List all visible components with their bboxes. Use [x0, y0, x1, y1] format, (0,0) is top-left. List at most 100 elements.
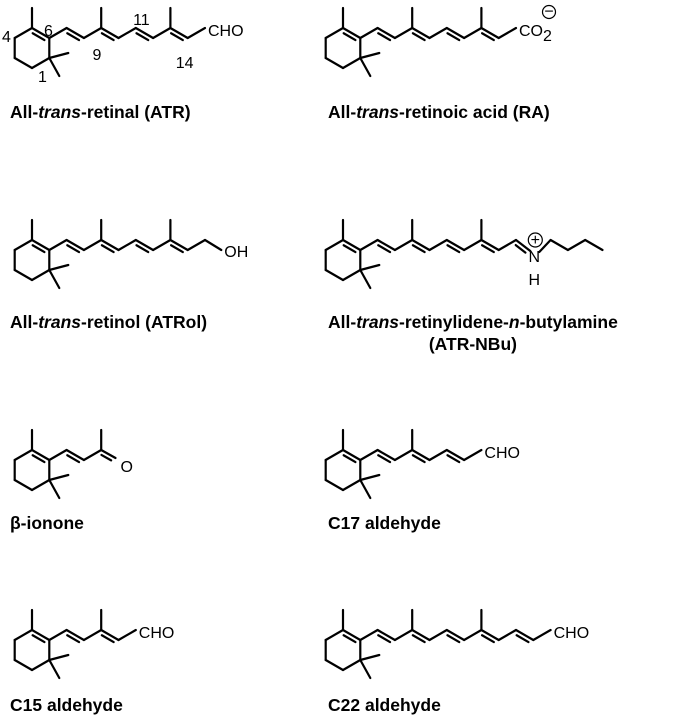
- double-bond-line: [135, 32, 150, 42]
- chain-bond: [169, 26, 189, 40]
- compound-name-atrol: All-trans-retinol (ATRol): [10, 311, 207, 333]
- double-bond-line: [411, 32, 426, 42]
- chain-bond: [411, 628, 431, 642]
- double-bond-line: [31, 634, 46, 644]
- ring-bond: [30, 238, 51, 252]
- double-bond-line: [377, 244, 392, 254]
- carbon-number-14: 14: [176, 55, 194, 72]
- name-text: C22 aldehyde: [328, 695, 441, 715]
- gem-methyl-bond: [359, 51, 381, 60]
- compound-name-line: C15 aldehyde: [10, 694, 123, 716]
- ring-bond: [341, 628, 362, 642]
- chain-bond: [584, 238, 604, 252]
- subscript-2: 2: [543, 28, 552, 45]
- double-bond-line: [514, 243, 527, 254]
- ring-bond: [341, 238, 362, 252]
- double-bond-line: [377, 454, 392, 464]
- compound-name-b-ionone: β-ionone: [10, 512, 84, 534]
- chain-bond: [48, 628, 68, 642]
- chain-bond: [393, 448, 414, 462]
- double-bond-line: [342, 454, 357, 464]
- name-text: -retinol (ATRol): [81, 312, 208, 332]
- ring-bond: [13, 658, 34, 672]
- chain-bond: [152, 26, 172, 40]
- ring-bond: [30, 56, 51, 70]
- double-bond-line: [446, 244, 461, 254]
- aldehyde-label: CHO: [208, 23, 244, 40]
- chain-bond: [538, 238, 552, 254]
- compound-name-atr-nbu: All-trans-retinylidene-n-butylamine(ATR-…: [328, 311, 618, 355]
- name-text: -retinal (ATR): [81, 102, 191, 122]
- chain-bond: [100, 628, 120, 642]
- gem-methyl-bond: [48, 473, 70, 482]
- aldehyde-label: CHO: [484, 445, 520, 462]
- chain-bond: [376, 26, 396, 40]
- ring-bond: [30, 268, 51, 282]
- ring-bond: [30, 26, 51, 40]
- carbon-number-6: 6: [44, 23, 53, 40]
- nitrogen-label: N: [529, 249, 541, 266]
- gem-methyl-bond: [359, 263, 381, 272]
- double-bond-line: [446, 634, 461, 644]
- compound-name-c15: C15 aldehyde: [10, 694, 123, 716]
- double-bond-line: [66, 32, 81, 42]
- chain-bond: [100, 26, 120, 40]
- chain-bond: [463, 448, 483, 462]
- ring-bond: [324, 238, 345, 252]
- chain-bond: [82, 628, 103, 642]
- chain-bond: [393, 26, 414, 40]
- compound-name-ra: All-trans-retinoic acid (RA): [328, 101, 550, 123]
- double-bond-line: [66, 634, 81, 644]
- chain-bond: [566, 238, 587, 252]
- name-text: C17 aldehyde: [328, 513, 441, 533]
- chain-bond: [48, 448, 68, 462]
- chain-bond: [411, 448, 431, 462]
- chain-bond: [428, 26, 448, 40]
- chain-bond: [428, 238, 448, 252]
- compound-name-atr: All-trans-retinal (ATR): [10, 101, 191, 123]
- chain-bond: [411, 26, 431, 40]
- name-text: All-: [328, 312, 357, 332]
- chain-bond: [428, 628, 448, 642]
- name-text: C15 aldehyde: [10, 695, 123, 715]
- chain-bond: [514, 628, 535, 642]
- chain-bond: [65, 448, 86, 462]
- carbon-number-9: 9: [93, 47, 102, 64]
- positive-charge-icon: [527, 232, 543, 248]
- ring-bond: [341, 56, 362, 70]
- chain-bond: [480, 26, 500, 40]
- double-bond-line: [446, 32, 461, 42]
- name-text: All-: [328, 102, 357, 122]
- negative-charge-icon: [541, 4, 557, 20]
- ring-bond: [13, 26, 34, 40]
- carbon-number-1: 1: [38, 69, 47, 86]
- chain-bond: [117, 628, 137, 642]
- double-bond-line: [480, 634, 495, 644]
- ring-bond: [341, 26, 362, 40]
- compound-name-c17: C17 aldehyde: [328, 512, 441, 534]
- chain-bond: [134, 26, 155, 40]
- chain-bond: [376, 628, 396, 642]
- double-bond-line: [480, 244, 495, 254]
- carbon-number-4: 4: [2, 29, 11, 46]
- chain-bond: [359, 448, 379, 462]
- molecule-c17: CHO: [324, 428, 520, 500]
- chain-bond: [117, 238, 137, 252]
- chain-bond: [514, 238, 532, 253]
- double-bond-line: [100, 32, 115, 42]
- ring-bond: [13, 628, 34, 642]
- name-text: -retinylidene-: [399, 312, 509, 332]
- chain-bond: [359, 26, 379, 40]
- name-text: All-: [10, 102, 39, 122]
- hydrogen-label: H: [529, 272, 541, 289]
- chain-bond: [497, 26, 518, 40]
- chain-bond: [463, 628, 483, 642]
- chain-bond: [463, 238, 483, 252]
- double-bond-line: [377, 32, 392, 42]
- ring-bond: [324, 628, 345, 642]
- double-bond-line: [100, 453, 113, 462]
- compound-name-line: C22 aldehyde: [328, 694, 441, 716]
- ring-bond: [30, 658, 51, 672]
- chain-bond: [445, 26, 466, 40]
